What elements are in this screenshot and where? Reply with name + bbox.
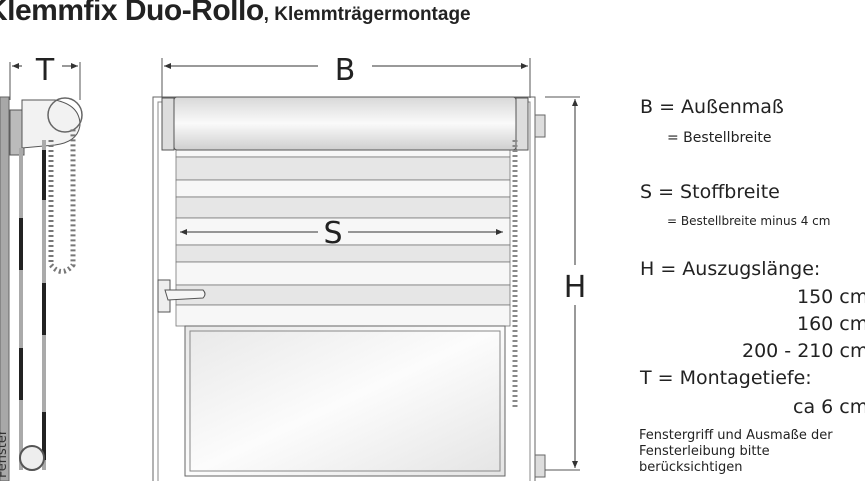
dim-h-label: H bbox=[564, 270, 587, 305]
legend-h-value-2: 160 cm bbox=[797, 313, 865, 335]
fabric-stripe bbox=[175, 304, 511, 327]
fabric bbox=[175, 149, 511, 327]
legend-h-value-3: 200 - 210 cm bbox=[742, 340, 865, 362]
legend-note-1: Fenstergriff und Ausmaße der bbox=[639, 428, 833, 443]
fabric-stripe bbox=[175, 244, 511, 263]
fabric-stripe bbox=[175, 261, 511, 286]
front-view: B S H bbox=[152, 53, 587, 481]
fabric-stripe bbox=[175, 156, 511, 181]
legend-s-sub: = Bestellbreite minus 4 cm bbox=[667, 214, 831, 228]
bracket-left bbox=[161, 97, 175, 151]
diagram-title: Klemmfix Duo-Rollo, Klemmträgermontage bbox=[0, 0, 471, 28]
side-label: Fenster bbox=[0, 429, 10, 478]
fabric-stripe bbox=[175, 149, 511, 158]
glass-pane bbox=[184, 325, 506, 477]
dim-t-label: T bbox=[35, 53, 55, 88]
fabric-stripe bbox=[175, 179, 511, 198]
legend-note-2: Fensterleibung bitte bbox=[639, 444, 770, 459]
wall bbox=[0, 96, 10, 481]
fabric-stripe bbox=[175, 196, 511, 219]
legend-h-value-1: 150 cm bbox=[797, 286, 865, 308]
legend-s: S = Stoffbreite bbox=[640, 181, 780, 203]
title-main: Klemmfix Duo-Rollo bbox=[0, 0, 264, 27]
legend-b-sub: = Bestellbreite bbox=[667, 130, 772, 146]
legend-b: B = Außenmaß bbox=[640, 96, 784, 118]
side-view: T Fenster bbox=[0, 53, 83, 481]
bottom-bar bbox=[19, 445, 45, 471]
title-sub: , Klemmträgermontage bbox=[263, 4, 471, 25]
chain bbox=[48, 128, 76, 274]
legend-h: H = Auszugslänge: bbox=[640, 258, 821, 280]
legend-t-value: ca 6 cm bbox=[793, 396, 865, 418]
legend-note-3: berücksichtigen bbox=[639, 460, 743, 475]
roller bbox=[173, 96, 517, 151]
bracket-right bbox=[515, 97, 529, 151]
fabric-stripe bbox=[175, 284, 511, 306]
legend-t: T = Montagetiefe: bbox=[640, 367, 812, 389]
dim-b-label: B bbox=[335, 53, 356, 88]
dim-s-label: S bbox=[323, 216, 342, 251]
